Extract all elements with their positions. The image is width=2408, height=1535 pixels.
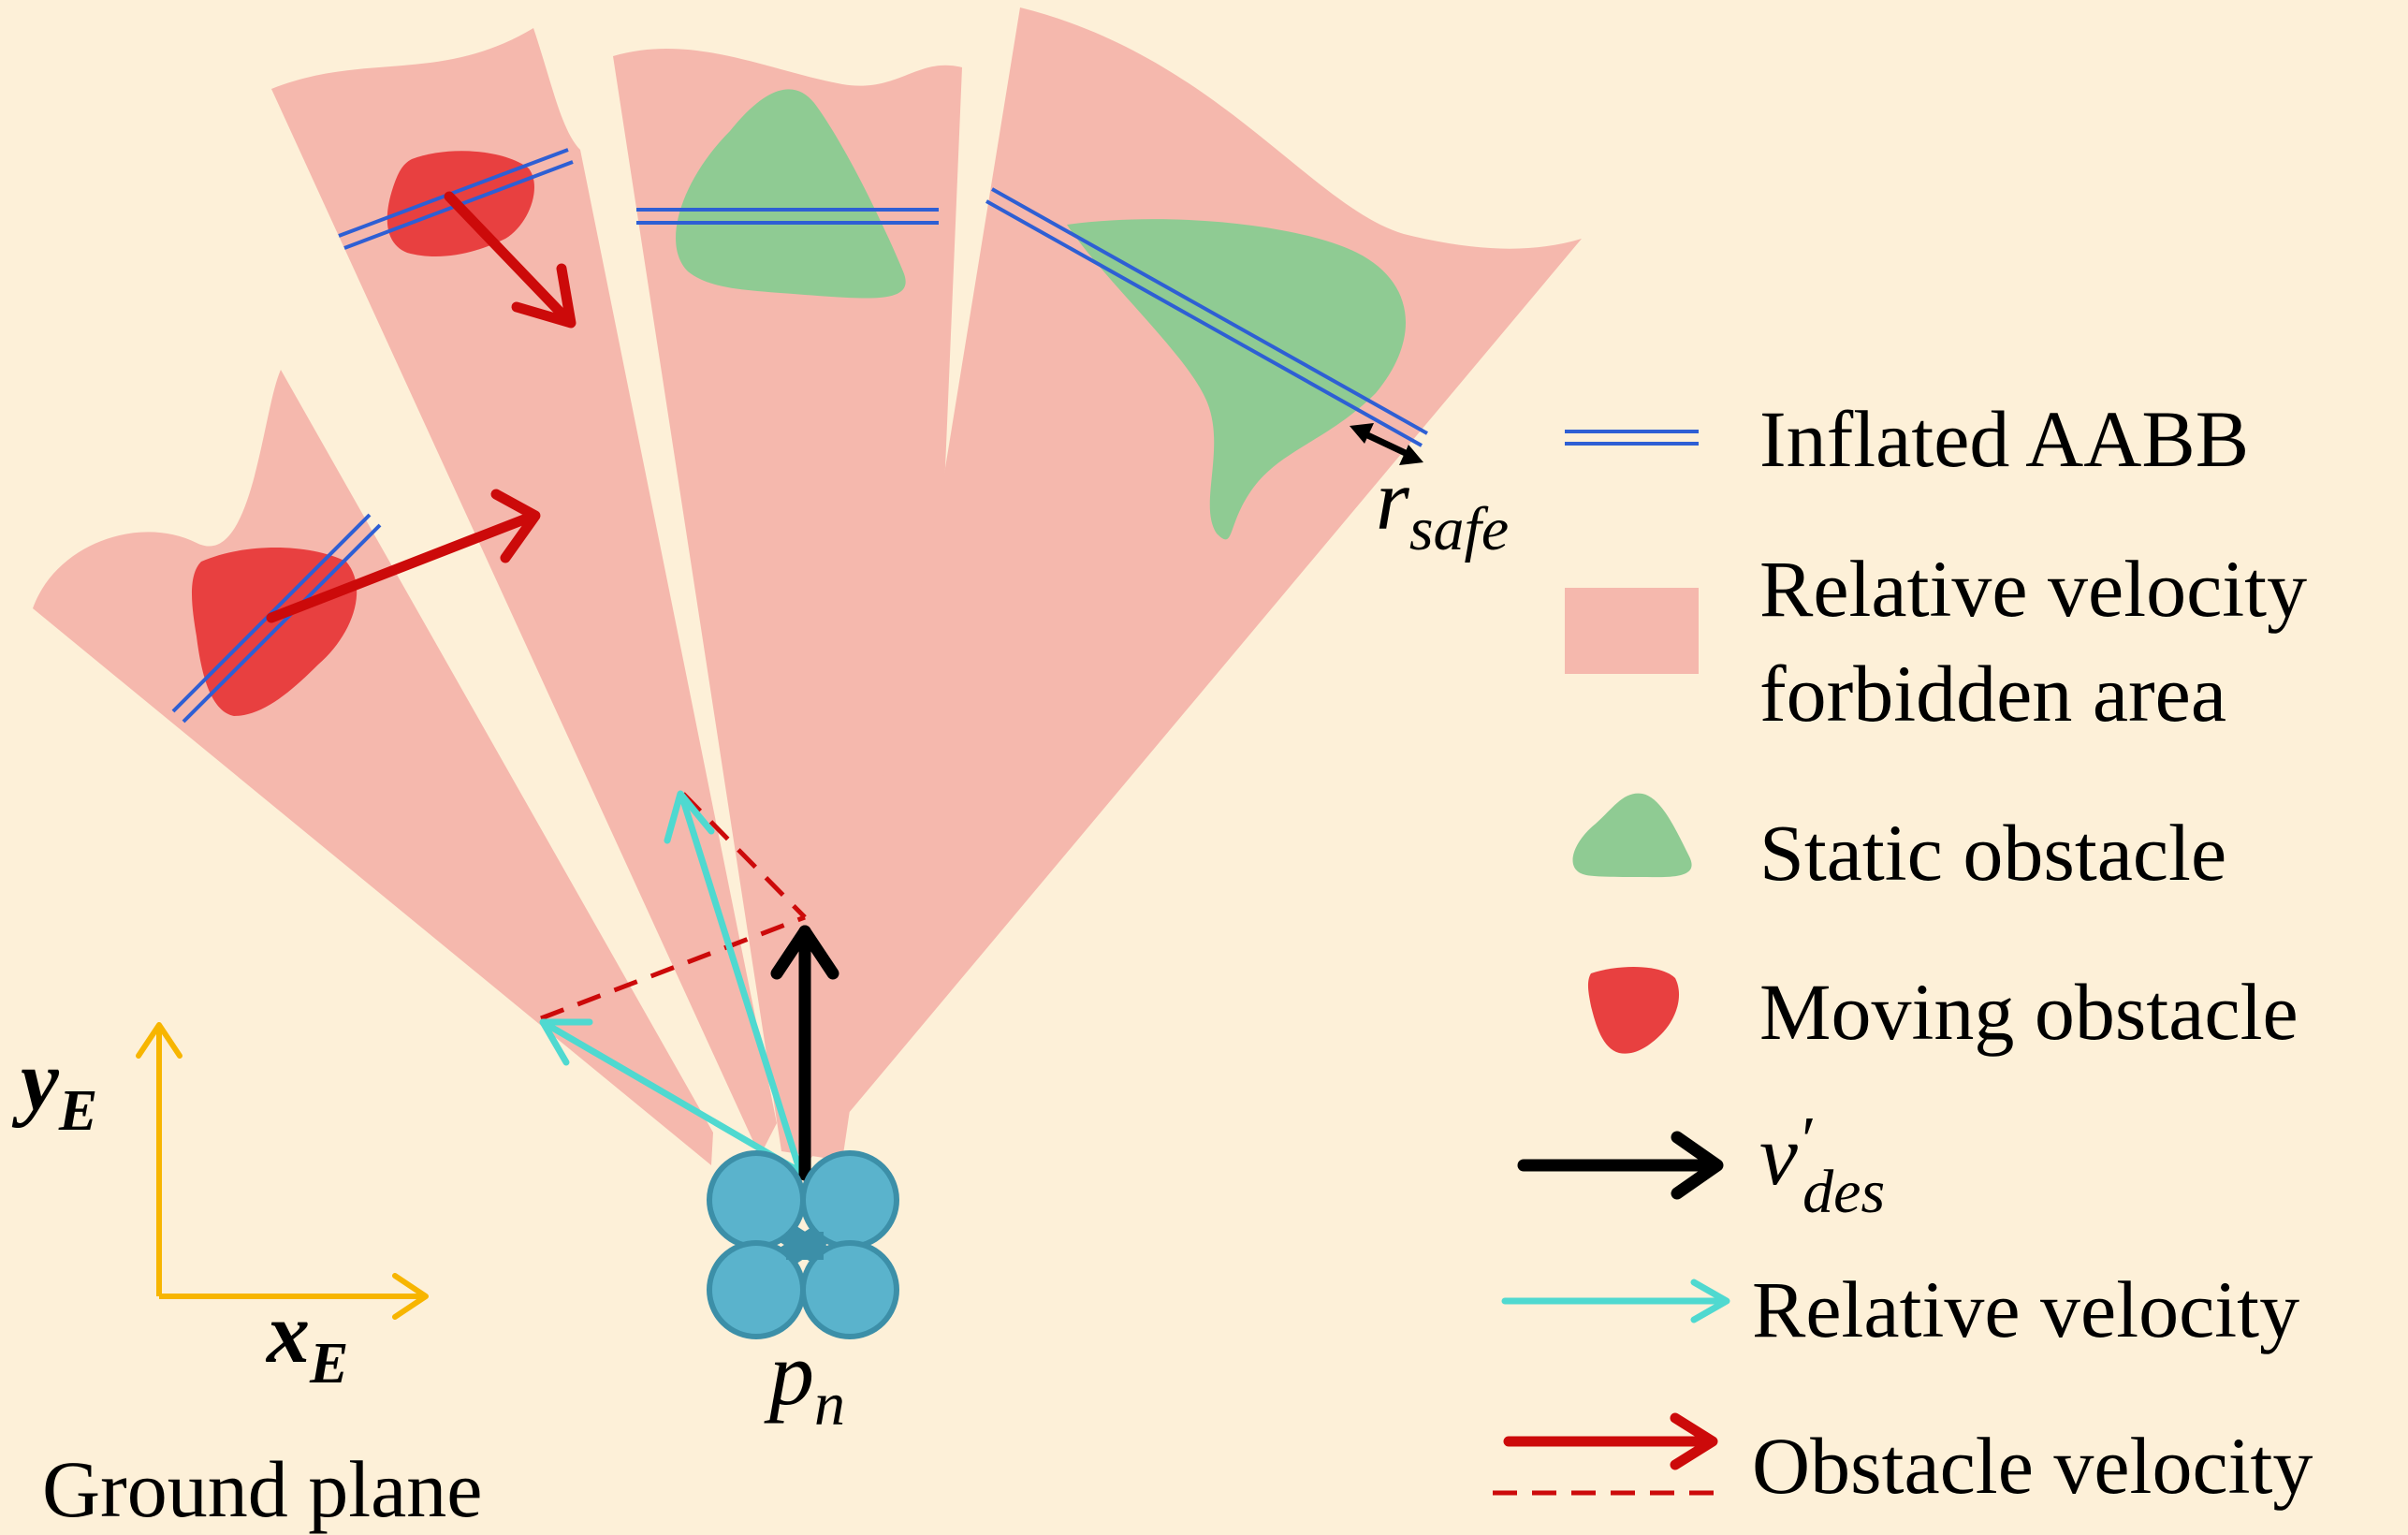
relative-velocity-arrow-left <box>539 1018 804 1176</box>
ground-plane-label: Ground plane <box>42 1444 482 1534</box>
vdes-main: v <box>1759 1107 1798 1203</box>
legend-item-desired-velocity: v′des <box>1517 1104 1885 1226</box>
legend-item-relative-velocity: Relative velocity <box>1501 1265 2299 1354</box>
x-axis-main: x <box>265 1285 310 1381</box>
legend-swatch-static <box>1572 793 1692 878</box>
legend-swatch-aabb <box>1565 430 1699 446</box>
relative-velocity-arrow-up <box>664 790 804 1176</box>
aabb-line-right <box>985 187 1428 447</box>
x-axis-sub: E <box>309 1332 348 1396</box>
legend-item-obstacle-velocity: Obstacle velocity <box>1493 1412 2313 1511</box>
r-safe-arrow <box>1360 429 1413 460</box>
static-obstacle-top <box>676 89 906 299</box>
legend-item-static-obstacle: Static obstacle <box>1572 793 2226 898</box>
aabb-line-top-mid <box>636 208 939 225</box>
vdes-sub: des <box>1802 1158 1885 1226</box>
p-n-sub: n <box>814 1370 845 1439</box>
r-safe-main: r <box>1376 452 1410 548</box>
inflated-aabb-lines <box>171 148 1428 724</box>
legend-swatch-obstacle-velocity <box>1493 1412 1727 1496</box>
legend-label-forbidden-line1: Relative velocity <box>1759 544 2307 634</box>
r-safe-arrowhead-a <box>1350 423 1374 444</box>
r-safe-label: rsafe <box>1376 452 1509 563</box>
legend-label-forbidden-line2: forbidden area <box>1759 649 2226 738</box>
legend-item-inflated-aabb: Inflated AABB <box>1565 394 2249 484</box>
obstacle-velocity-arrow-left <box>266 489 541 623</box>
forbidden-areas <box>33 7 1582 1165</box>
static-obstacle-right <box>1067 219 1407 540</box>
dashed-construction-lines <box>540 792 807 1021</box>
obstacle-velocity-arrows <box>266 191 576 623</box>
y-axis-sub: E <box>58 1079 97 1143</box>
r-safe-indicator: rsafe <box>1350 423 1509 563</box>
r-safe-sub: safe <box>1409 495 1509 563</box>
static-obstacles <box>676 89 1407 540</box>
vdes-prime: ′ <box>1798 1104 1814 1177</box>
legend-label-relative-velocity: Relative velocity <box>1752 1265 2299 1354</box>
p-n-label: pn <box>764 1323 845 1439</box>
r-safe-arrowhead-b <box>1399 445 1423 465</box>
obstacle-velocity-arrow-top <box>444 191 576 329</box>
p-n-main: p <box>764 1323 814 1424</box>
legend-item-forbidden-area: Relative velocity forbidden area <box>1565 544 2307 738</box>
desired-velocity-arrow <box>770 925 839 1181</box>
legend-swatch-moving <box>1587 967 1680 1054</box>
drone <box>707 1150 899 1339</box>
legend-swatch-relative-velocity <box>1501 1279 1730 1323</box>
legend: Inflated AABB Relative velocity forbidde… <box>1493 394 2313 1511</box>
legend-label-static-obstacle: Static obstacle <box>1759 808 2226 898</box>
relative-velocity-arrows <box>539 790 804 1176</box>
legend-item-moving-obstacle: Moving obstacle <box>1587 967 2299 1057</box>
legend-label-obstacle-velocity: Obstacle velocity <box>1752 1421 2313 1511</box>
drone-rotor-br <box>800 1240 899 1339</box>
legend-swatch-vdes <box>1517 1131 1724 1200</box>
forbidden-cone-mid-left <box>271 28 777 1156</box>
x-axis-label: xE <box>265 1285 348 1396</box>
legend-label-inflated-aabb: Inflated AABB <box>1759 394 2249 484</box>
legend-label-vdes: v′des <box>1759 1104 1885 1226</box>
legend-label-moving-obstacle: Moving obstacle <box>1759 967 2299 1057</box>
legend-swatch-forbidden <box>1565 588 1699 674</box>
